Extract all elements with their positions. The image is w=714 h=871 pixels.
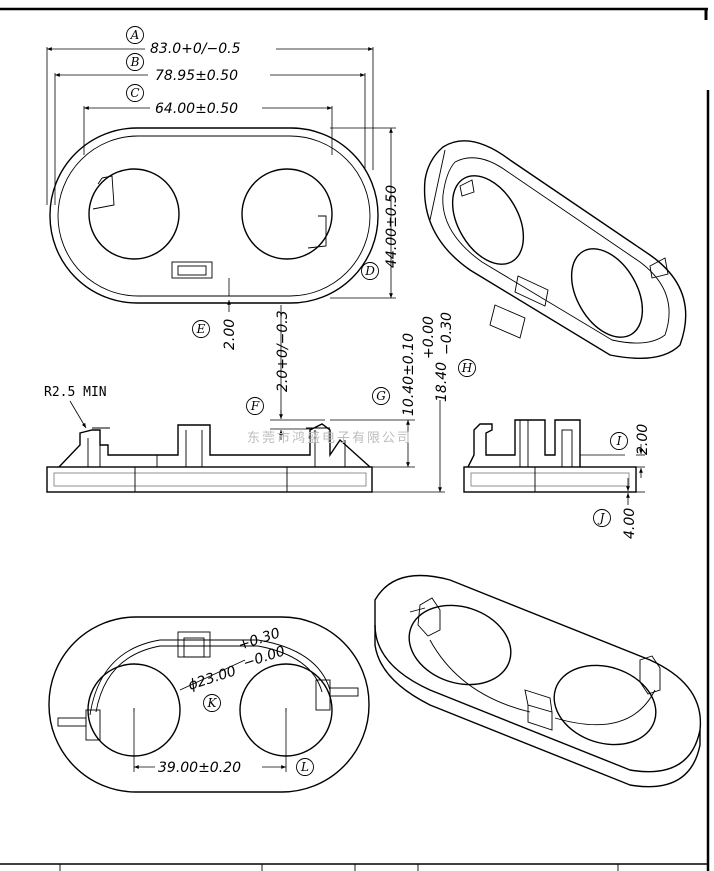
isometric-view-lower	[374, 574, 702, 788]
dimension-d: 44.00±0.50 D	[330, 127, 400, 299]
dim-h-tol-upper: +0.00	[421, 316, 437, 359]
dimension-h: 18.40 +0.00 −0.30 H	[372, 312, 476, 493]
dim-h-value: 18.40	[434, 362, 450, 402]
radius-note: R2.5 MIN	[44, 385, 107, 429]
dim-d-value: 44.00±0.50	[384, 185, 400, 268]
dim-l-value: 39.00±0.20	[158, 760, 241, 776]
isometric-view-upper	[423, 140, 687, 360]
bottom-view	[48, 616, 370, 793]
dimension-i: 2.00 I	[610, 424, 651, 478]
dimension-c: C 64.00±0.50	[83, 84, 333, 155]
dim-g-value: 10.40±0.10	[401, 333, 417, 416]
dim-c-value: 64.00±0.50	[155, 101, 238, 117]
dim-f-letter: F	[250, 399, 260, 413]
dimension-j: 4.00 J	[593, 478, 645, 539]
dim-a-letter: A	[130, 28, 140, 42]
dimension-b: B 78.95±0.50	[54, 53, 366, 205]
dim-k-value: ϕ23.00	[186, 663, 238, 693]
dim-k-letter: K	[207, 696, 218, 710]
dim-c-letter: C	[130, 86, 139, 100]
dimension-e: 2.00 E	[192, 278, 238, 350]
dim-j-value: 4.00	[622, 508, 638, 539]
dim-b-value: 78.95±0.50	[155, 68, 238, 84]
dim-f-value: 2.0+0/−0.3	[275, 310, 291, 392]
dimension-l: 39.00±0.20 L	[133, 712, 314, 776]
radius-note-text: R2.5 MIN	[44, 385, 107, 400]
dim-l-letter: L	[300, 760, 309, 774]
dimension-a: A 83.0+0/−0.5	[46, 26, 374, 205]
dim-e-letter: E	[196, 322, 206, 336]
dim-j-letter: J	[597, 511, 606, 525]
top-view	[49, 127, 379, 304]
dim-g-letter: G	[376, 389, 386, 403]
dim-h-tol-lower: −0.30	[439, 312, 455, 355]
sheet-border	[0, 7, 710, 871]
end-side-view	[463, 419, 637, 493]
dim-i-letter: I	[616, 434, 622, 448]
front-side-view	[46, 423, 373, 493]
dimension-g: 10.40±0.10 G	[330, 333, 417, 468]
dim-i-value: 2.00	[635, 424, 651, 455]
dimension-f: 2.0+0/−0.3 F	[246, 305, 325, 440]
dim-a-value: 83.0+0/−0.5	[150, 41, 241, 57]
company-watermark: 东莞市鸿盛电子有限公司	[247, 430, 412, 446]
dim-d-letter: D	[364, 264, 375, 278]
dim-b-letter: B	[130, 55, 140, 69]
dim-h-letter: H	[461, 361, 473, 375]
dim-e-value: 2.00	[222, 319, 238, 350]
